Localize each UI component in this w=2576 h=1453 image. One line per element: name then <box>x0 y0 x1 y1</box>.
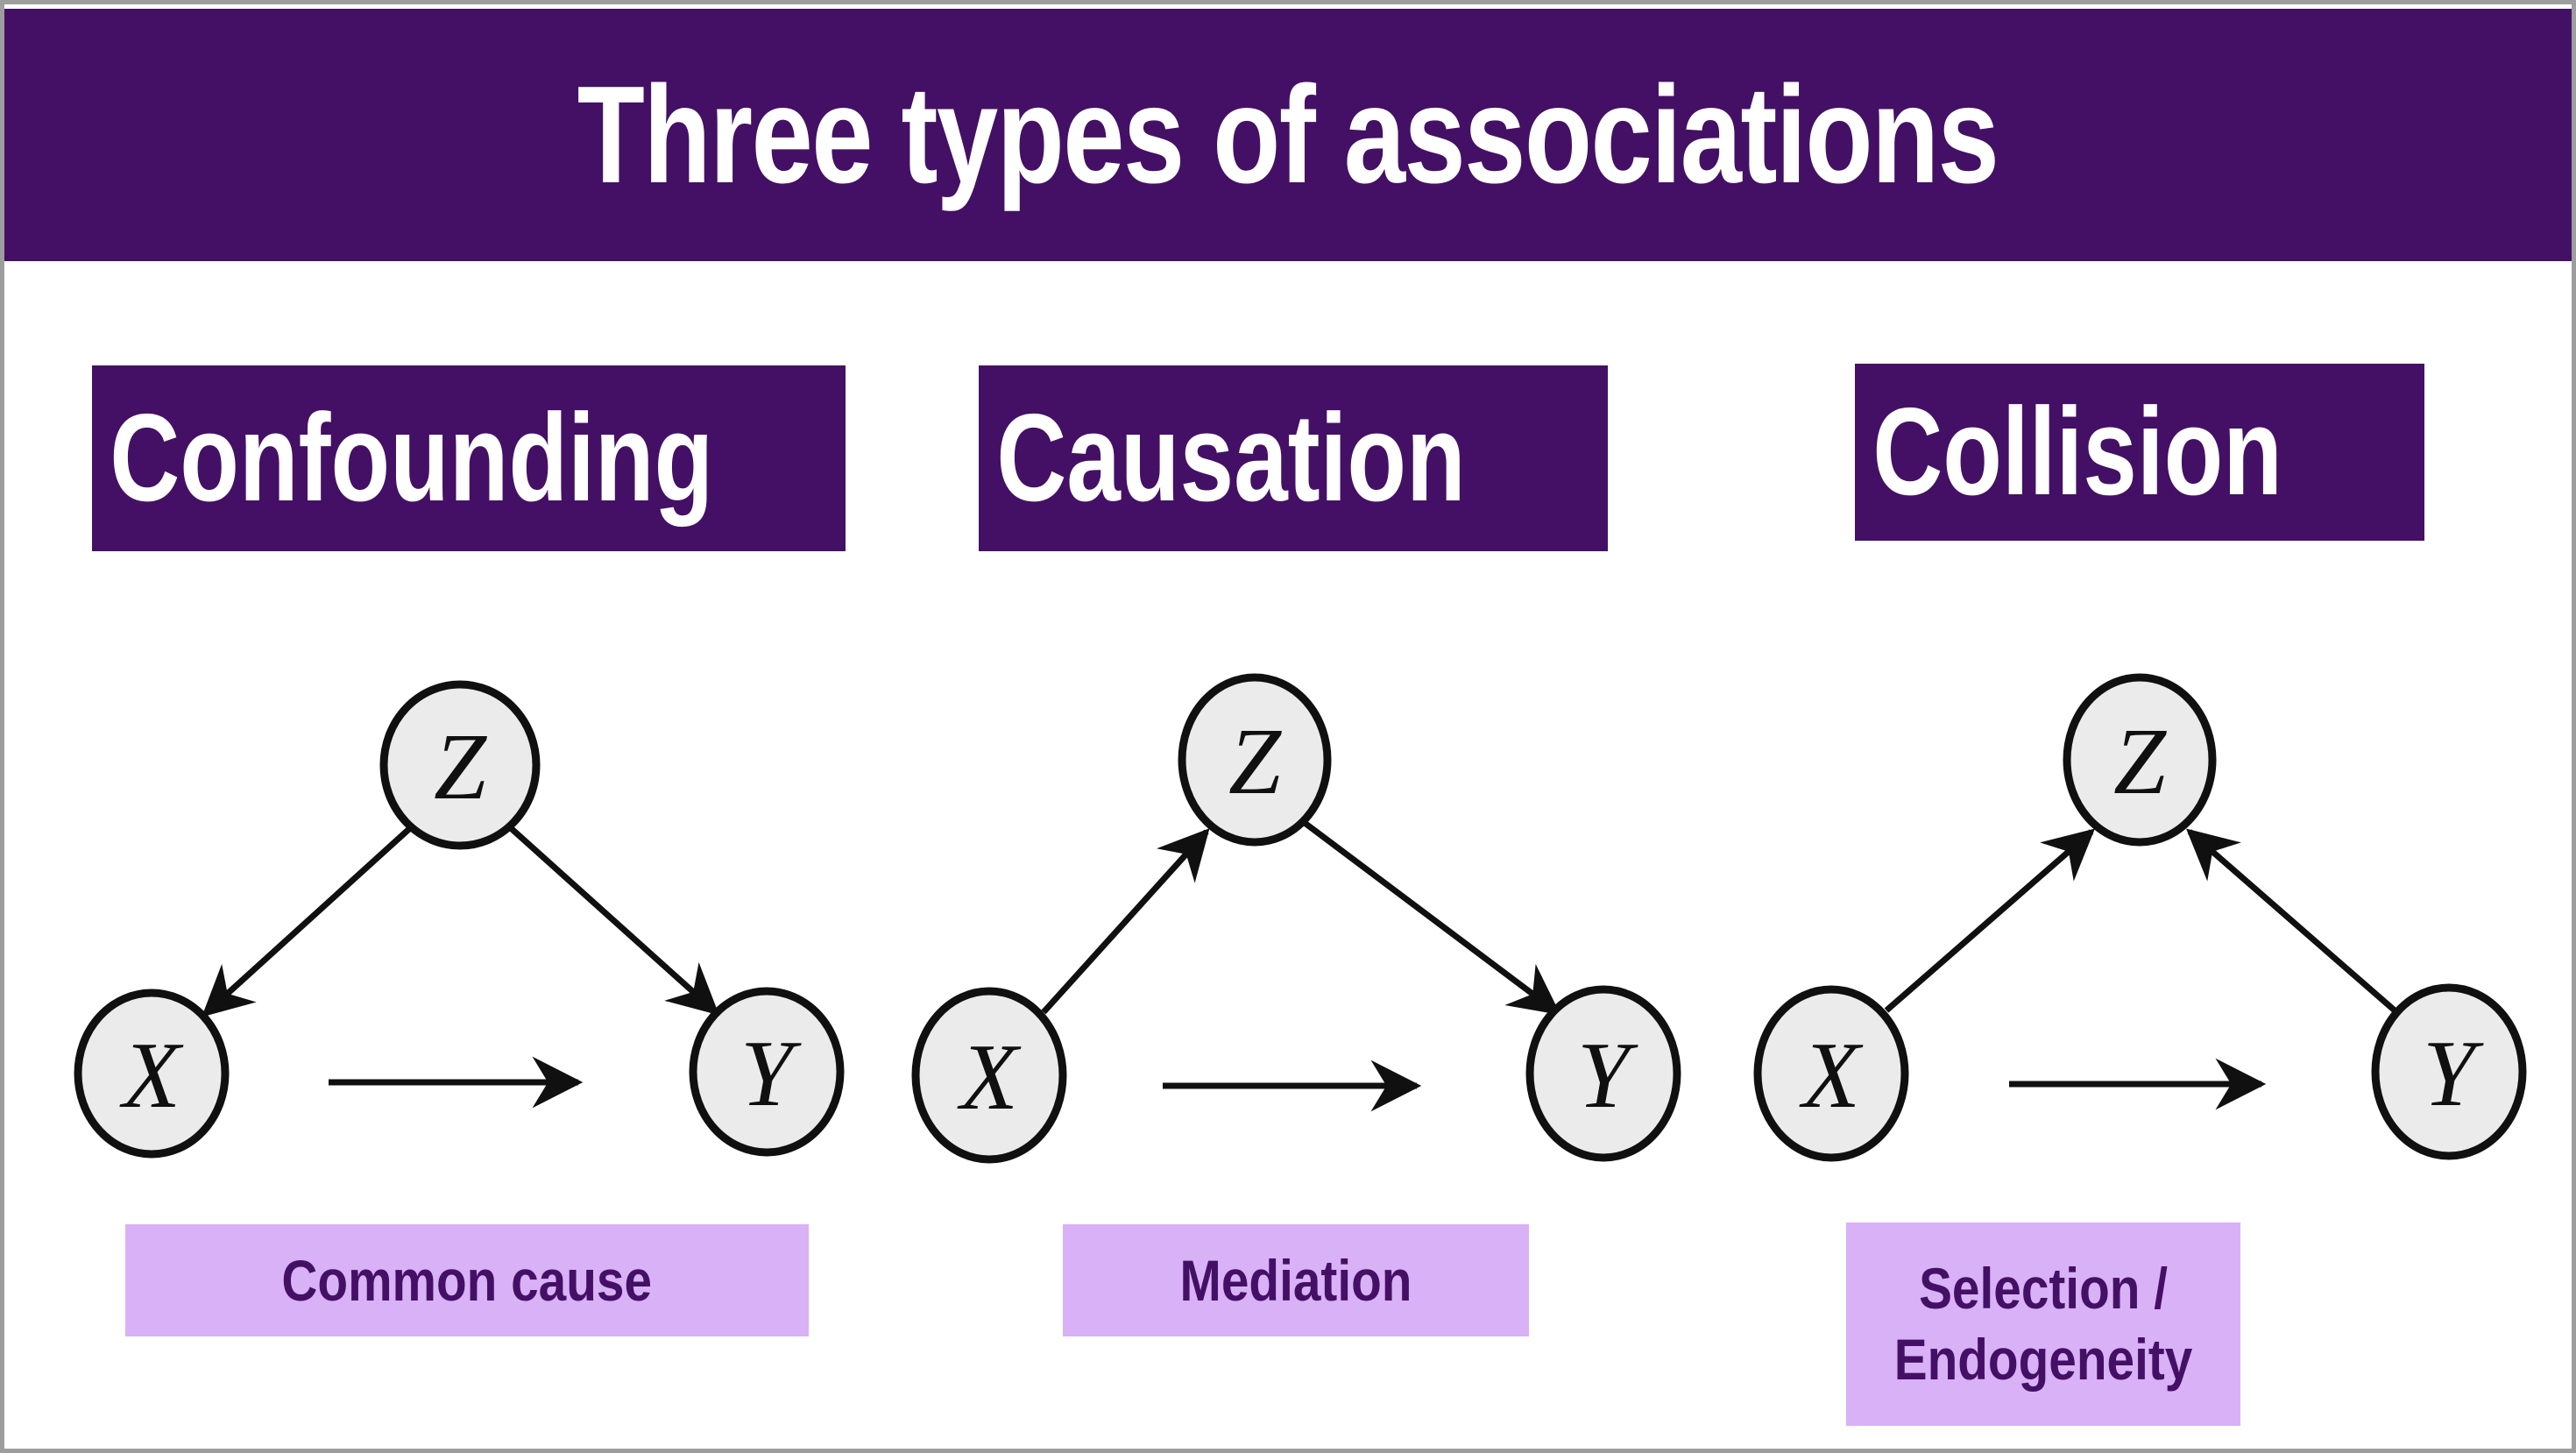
node-x <box>1753 985 1909 1162</box>
caption-label: Mediation <box>1179 1247 1412 1313</box>
dag-causation: Z X Y <box>911 673 1681 1164</box>
caption-mediation: Mediation <box>1063 1224 1529 1336</box>
node-z <box>1178 673 1332 847</box>
node-x-label: X <box>957 1025 1022 1130</box>
section-header-label: Causation <box>996 388 1466 528</box>
node-y <box>2371 983 2527 1160</box>
edge-z-to-y <box>508 826 719 1016</box>
caption-label: Selection / Endogeneity <box>1893 1256 2193 1392</box>
caption-label: Common cause <box>281 1247 653 1313</box>
node-x <box>911 987 1067 1164</box>
node-x <box>74 989 230 1159</box>
section-header-causation: Causation <box>979 365 1608 551</box>
edge-y-to-z <box>2186 828 2397 1013</box>
node-y-label: Y <box>740 1022 802 1126</box>
node-z-label: Z <box>1228 710 1282 814</box>
section-header-confounding: Confounding <box>92 365 846 551</box>
edge-x-to-z <box>1041 828 1210 1015</box>
slide-title-band: Three types of associations <box>4 9 2572 261</box>
edge-z-to-y <box>1302 820 1561 1016</box>
node-y-label: Y <box>2423 1022 2484 1126</box>
node-y-label: Y <box>1577 1024 1638 1128</box>
node-z-label: Z <box>434 715 487 819</box>
node-y <box>1525 985 1681 1162</box>
dag-collision: Z X Y <box>1753 673 2527 1162</box>
dag-confounding: Z X Y <box>74 680 845 1159</box>
caption-selection-endogeneity: Selection / Endogeneity <box>1846 1223 2240 1426</box>
section-header-label: Confounding <box>110 388 714 528</box>
node-y <box>689 987 845 1157</box>
page-title: Three types of associations <box>577 58 1999 212</box>
node-x-label: X <box>119 1024 184 1128</box>
node-z <box>2063 673 2217 847</box>
section-header-label: Collision <box>1872 382 2282 521</box>
node-z <box>379 680 541 850</box>
edge-z-to-x <box>202 826 413 1017</box>
node-x-label: X <box>1799 1024 1864 1128</box>
edge-x-to-z <box>1884 828 2095 1013</box>
node-z-label: Z <box>2113 710 2167 814</box>
caption-common-cause: Common cause <box>125 1224 809 1336</box>
section-header-collision: Collision <box>1855 364 2424 541</box>
